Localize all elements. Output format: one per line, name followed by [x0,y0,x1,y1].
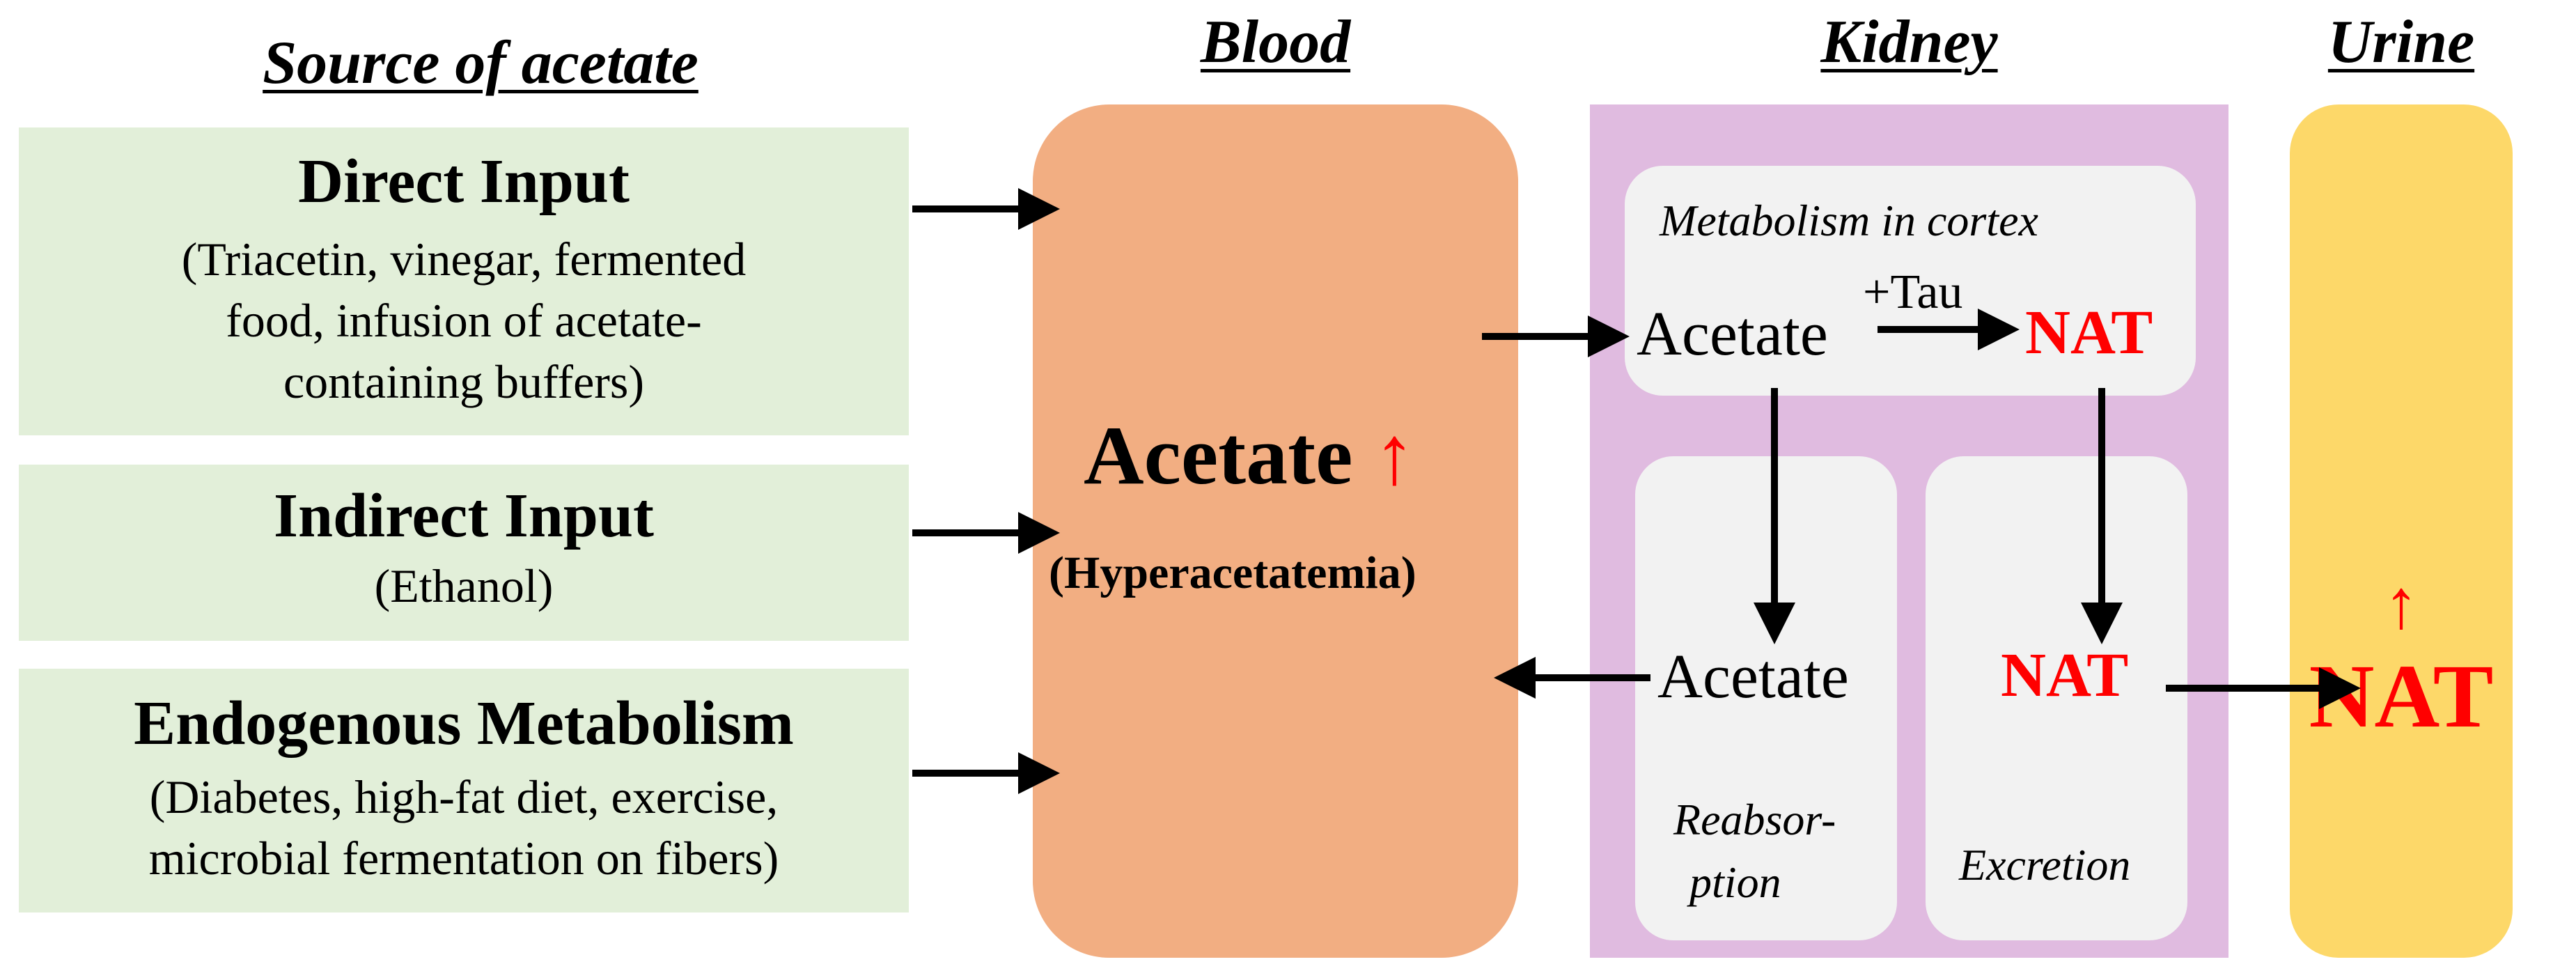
source-box-indirect-input: Indirect Input (Ethanol) [19,465,909,641]
blood-box: Acetate ↑ (Hyperacetatemia) [1033,104,1518,958]
source-box-endogenous-metabolism: Endogenous Metabolism (Diabetes, high-fa… [19,669,909,912]
excreted-nat-label: NAT [2001,641,2129,710]
reabsorbed-acetate-label: Acetate [1657,642,1849,711]
source-box-direct-input: Direct Input (Triacetin, vinegar, fermen… [19,127,909,435]
source-title-direct-input: Direct Input [298,147,630,216]
source-desc-line: microbial fermentation on fibers) [148,832,779,885]
blood-acetate-text: Acetate [1084,409,1353,502]
source-desc-line: food, infusion of acetate- [226,294,702,347]
source-desc-direct-input: (Triacetin, vinegar, fermented food, inf… [19,228,909,412]
cortex-acetate-label: Acetate [1637,300,1828,368]
blood-acetate-label: Acetate ↑ [1084,407,1415,504]
blood-hyperacetatemia-label: (Hyperacetatemia) [1049,547,1416,598]
tau-label: +Tau [1863,265,1963,319]
urine-increase-arrow-icon: ↑ [2384,566,2419,643]
cortex-label: Metabolism in cortex [1660,196,2038,245]
source-desc-line: (Triacetin, vinegar, fermented [181,233,747,286]
blood-increase-arrow-icon: ↑ [1373,409,1416,502]
heading-blood: Blood [1200,8,1351,76]
kidney-excretion-box [1926,456,2187,940]
heading-source-of-acetate: Source of acetate [263,29,698,97]
heading-kidney: Kidney [1820,8,1998,76]
source-desc-indirect-input: (Ethanol) [19,555,909,616]
source-title-indirect-input: Indirect Input [274,481,654,550]
heading-urine: Urine [2327,8,2475,76]
source-desc-line: (Diabetes, high-fat diet, exercise, [149,770,779,823]
source-desc-endogenous-metabolism: (Diabetes, high-fat diet, exercise, micr… [19,766,909,889]
urine-box: ↑ NAT [2290,104,2513,958]
excretion-label: Excretion [1959,840,2131,890]
source-desc-line: containing buffers) [283,355,645,408]
source-title-endogenous-metabolism: Endogenous Metabolism [134,689,794,758]
source-desc-line: (Ethanol) [374,559,554,612]
reabsorption-label-line-1: Reabsor- [1673,795,1836,844]
kidney-reabsorption-box [1635,456,1897,940]
reabsorption-label-line-2: ption [1689,857,1781,907]
kidney-cortex-box [1625,166,2196,396]
cortex-nat-label: NAT [2025,298,2153,367]
kidney-box: Metabolism in cortex Acetate +Tau NAT Ac… [1590,104,2228,958]
